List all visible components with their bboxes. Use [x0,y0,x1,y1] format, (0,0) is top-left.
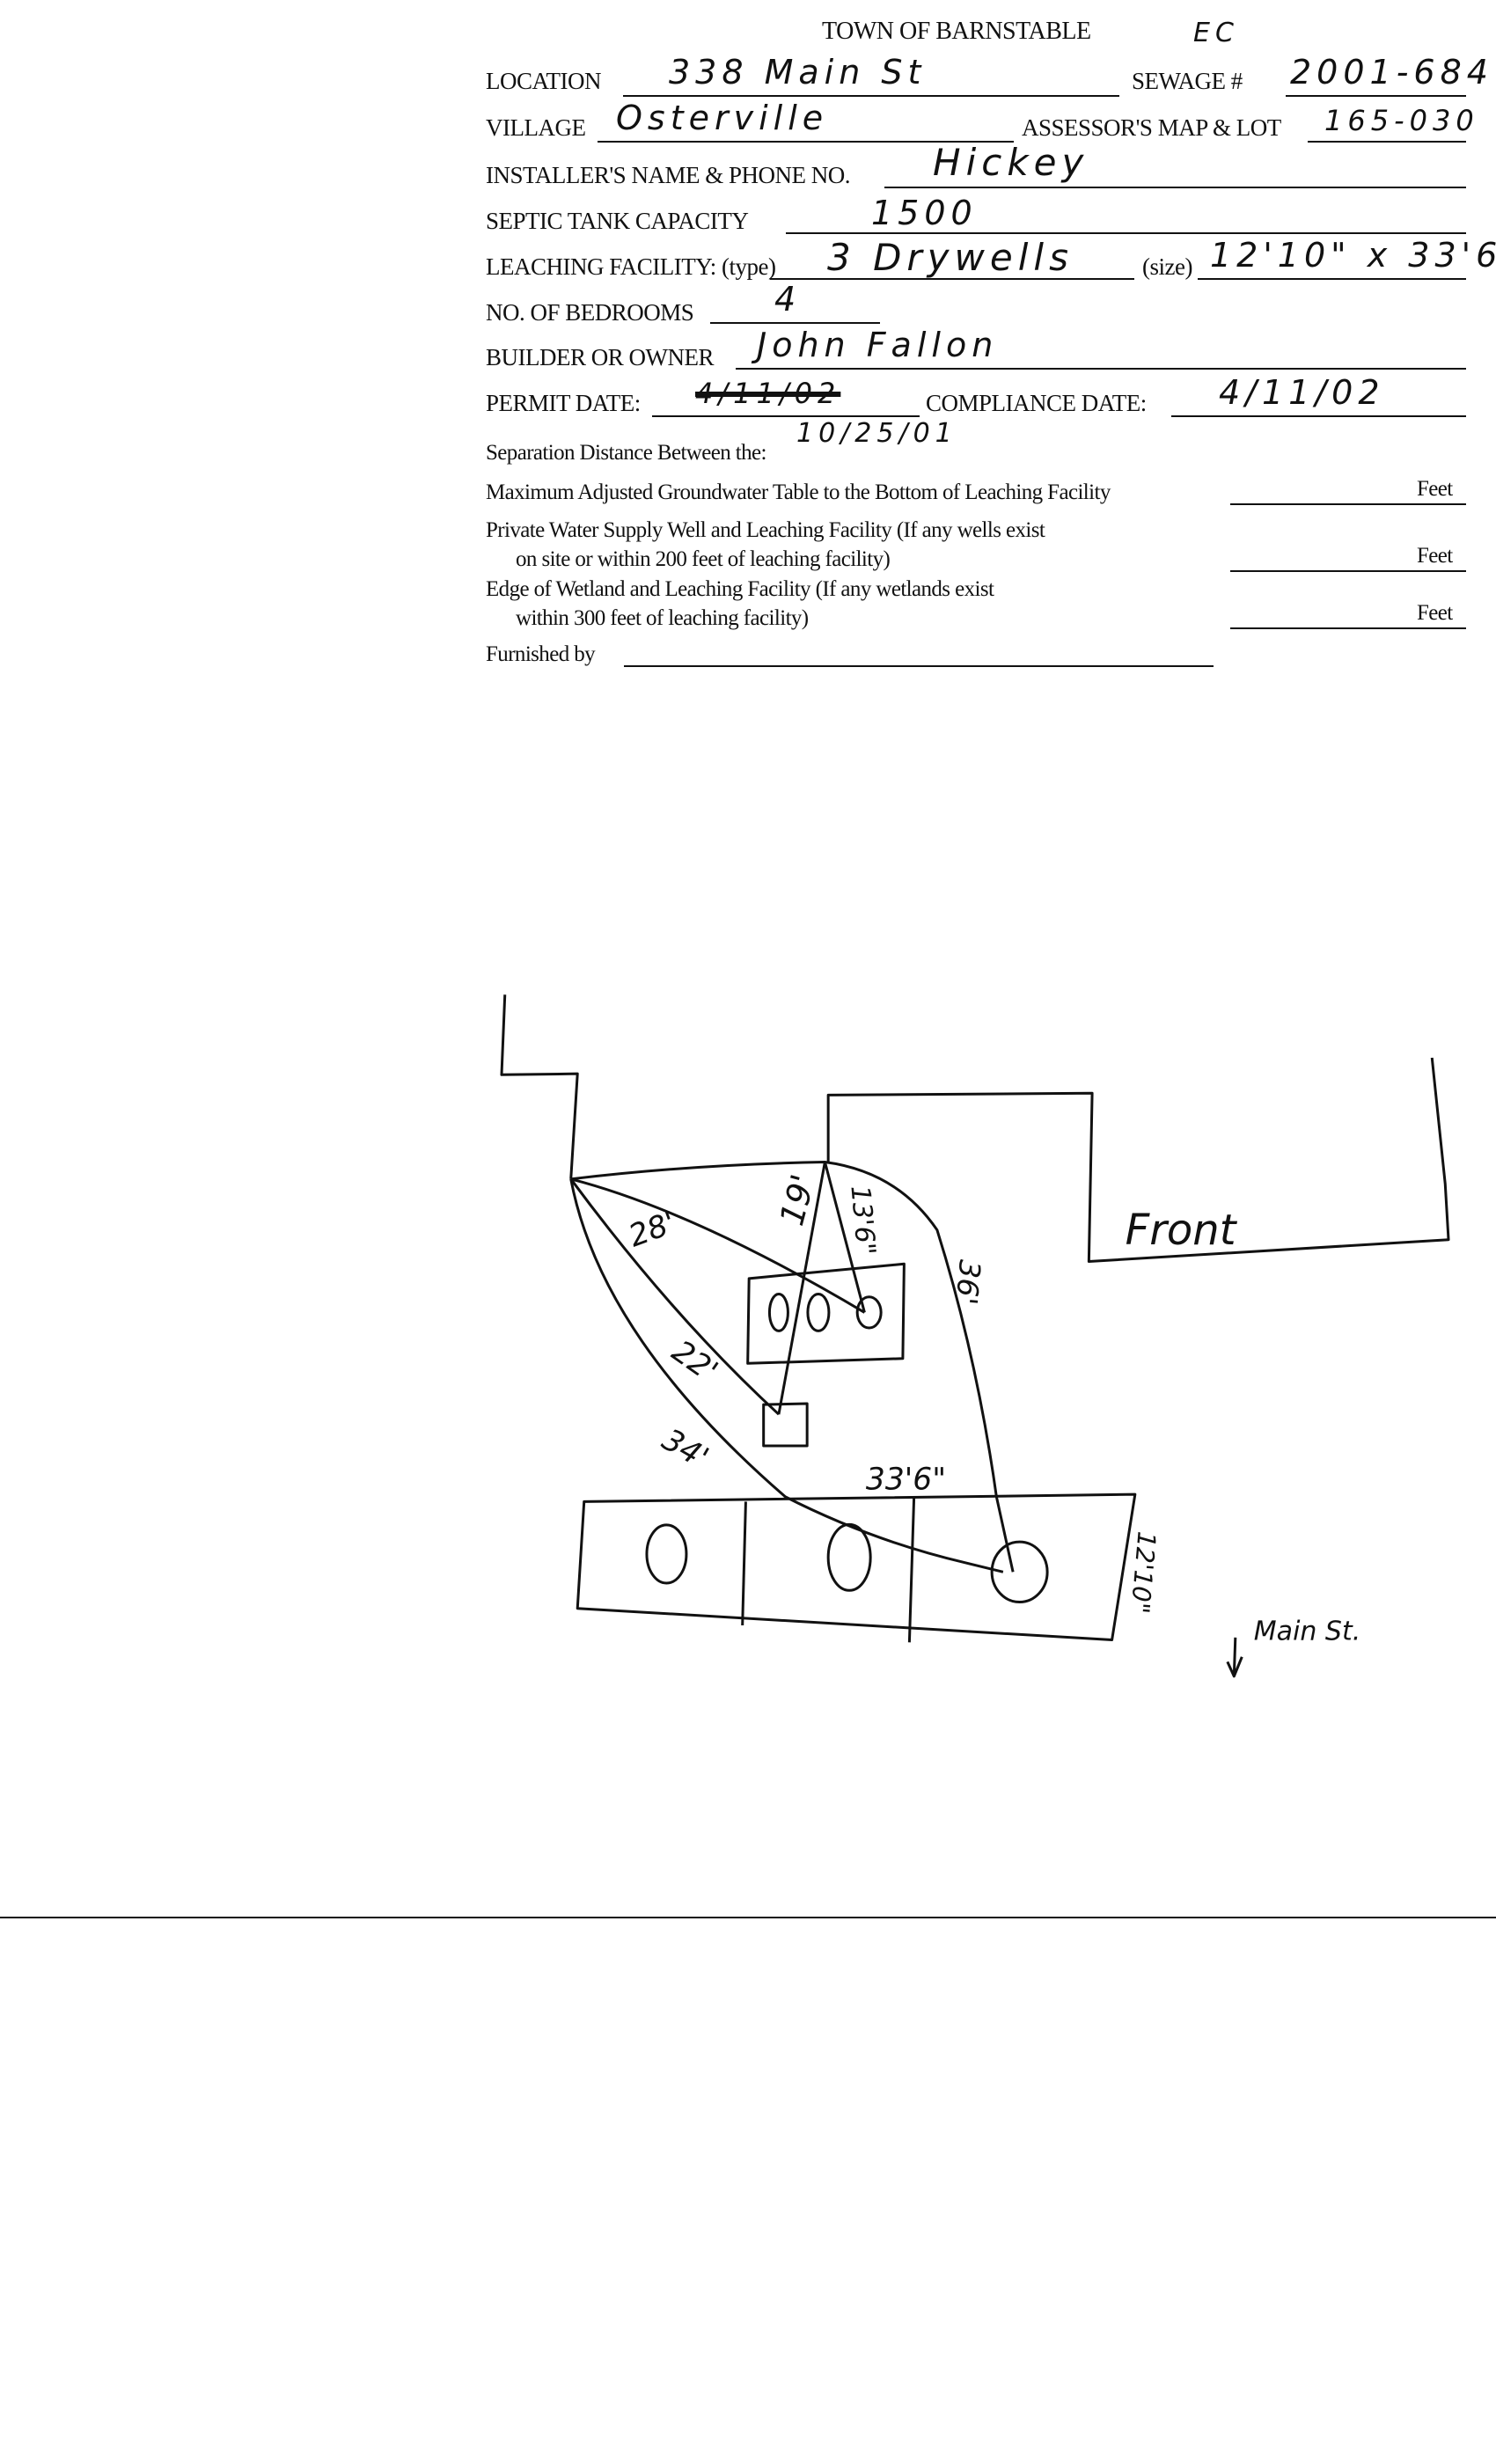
location-label: LOCATION [486,68,602,94]
size-line [1198,278,1466,280]
site-sketch: Front Main St. 28' 19' 13'6" 36' 22' 34'… [475,968,1496,1725]
installer-value: Hickey [933,141,1089,184]
village-value: Osterville [616,99,829,137]
dim-33-6-label: 33'6" [866,1463,946,1498]
location-line [623,95,1119,97]
builder-value: John Fallon [757,326,999,364]
drywell [828,1524,870,1590]
house-outline [828,1058,1448,1262]
sep-groundwater-text: Maximum Adjusted Groundwater Table to th… [486,480,1111,504]
front-label: Front [1126,1206,1238,1255]
permit-date-struck-value: 4/11/02 [695,377,841,410]
leaching-divider [909,1497,913,1642]
sep-well-text-2: on site or within 200 feet of leaching f… [516,547,891,571]
leaching-divider [743,1501,746,1625]
sewage-value: 2001-684 [1290,53,1493,92]
tank-compartment [808,1294,829,1331]
dim-13-6-label: 13'6" [844,1184,881,1257]
size-value: 12'10" x 33'6" [1210,236,1496,275]
sep-groundwater-line [1230,503,1466,505]
village-label: VILLAGE [486,114,586,141]
dim-36-label: 36' [950,1258,987,1306]
sep-well-line [1230,570,1466,572]
village-line [598,141,1014,143]
distance-line-13-6 [825,1162,864,1313]
page-divider [0,1917,1496,1918]
feet-label: Feet [1417,477,1453,501]
dim-34-label: 34' [656,1422,714,1476]
distance-line-36 [571,1162,1013,1573]
drywell [992,1542,1047,1602]
bedrooms-line [710,322,880,324]
assessor-label: ASSESSOR'S MAP & LOT [1022,114,1281,141]
drywell [647,1525,686,1583]
location-value: 338 Main St [669,53,927,92]
distance-line-28 [571,1179,865,1313]
compliance-date-value: 4/11/02 [1219,373,1385,412]
leaching-type-value: 3 Drywells [827,236,1074,279]
furnished-by-line [624,665,1214,667]
septic-label: SEPTIC TANK CAPACITY [486,208,749,234]
separation-heading: Separation Distance Between the: [486,441,766,465]
permit-date-label: PERMIT DATE: [486,390,641,416]
installer-label: INSTALLER'S NAME & PHONE NO. [486,162,850,188]
sep-wetland-text-2: within 300 feet of leaching facility) [516,606,809,630]
bedrooms-label: NO. OF BEDROOMS [486,299,694,326]
furnished-by-label: Furnished by [486,642,596,666]
sep-wetland-line [1230,627,1466,629]
form-title: TOWN OF BARNSTABLE [822,18,1091,45]
tank-compartment [857,1297,881,1328]
size-label: (size) [1142,253,1192,280]
leaching-label: LEACHING FACILITY: (type) [486,253,776,280]
leaching-field [577,1494,1135,1639]
dim-22-label: 22' [665,1334,724,1390]
street-label: Main St. [1254,1617,1360,1647]
dim-12-10-label: 12'10" [1125,1530,1161,1615]
sep-well-text-1: Private Water Supply Well and Leaching F… [486,518,1045,542]
distance-line-19 [779,1162,825,1415]
distribution-box [764,1404,807,1446]
compliance-date-label: COMPLIANCE DATE: [926,390,1147,416]
septic-line [786,232,1466,234]
builder-line [736,368,1466,370]
feet-label: Feet [1417,601,1453,625]
assessor-line [1308,141,1466,143]
initials: EC [1193,18,1239,48]
compliance-date-line [1171,415,1466,417]
tank-compartment [769,1294,788,1331]
septic-tank [748,1264,905,1363]
distance-line-34 [571,1179,1003,1573]
house-outline-left [502,994,577,1178]
sewage-line [1286,95,1466,97]
distance-line-22 [571,1179,779,1414]
permit-date-line [652,415,920,417]
builder-label: BUILDER OR OWNER [486,344,714,370]
bedrooms-value: 4 [774,280,802,319]
street-arrow-icon [1228,1638,1242,1676]
assessor-value: 165-030 [1324,104,1479,137]
installer-line [884,187,1466,188]
feet-label: Feet [1417,544,1453,568]
sewage-label: SEWAGE # [1132,68,1243,94]
septic-value: 1500 [871,194,978,232]
leaching-type-line [770,278,1134,280]
sep-wetland-text-1: Edge of Wetland and Leaching Facility (I… [486,577,994,601]
permit-date-value: 10/25/01 [796,418,957,449]
